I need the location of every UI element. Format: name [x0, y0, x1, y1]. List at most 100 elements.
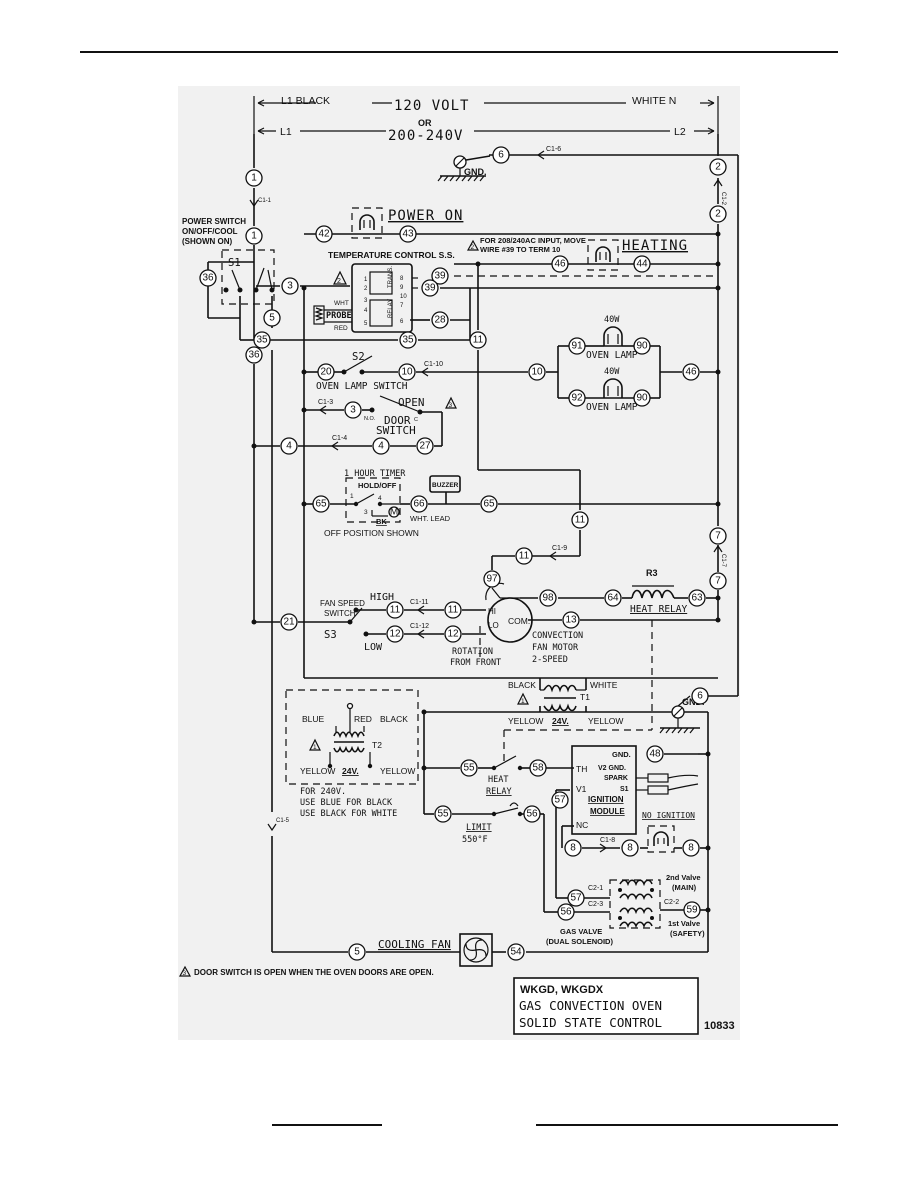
rotation-label-2: FROM FRONT	[450, 658, 501, 668]
node-36a: 36	[199, 269, 217, 287]
node-2b: 2	[709, 205, 727, 223]
wire-label: 20	[320, 367, 332, 378]
heat-relay-label: HEAT RELAY	[630, 604, 687, 615]
wire-label: 39	[434, 271, 446, 282]
node-36b: 36	[245, 346, 263, 364]
t2-yellow-left: YELLOW	[300, 766, 335, 776]
svg-text:2: 2	[337, 278, 341, 285]
t2-blue: BLUE	[302, 714, 325, 724]
wire-label: 12	[447, 629, 459, 640]
rotation-label-1: ROTATION	[452, 647, 493, 657]
power-switch-shown: (SHOWN ON)	[182, 237, 233, 246]
door-switch: OPEN 3 N.O. C DOOR SWITCH	[364, 395, 457, 437]
t1-yellow-right: YELLOW	[588, 716, 623, 726]
first-valve-2: (SAFETY)	[670, 929, 705, 938]
wire-label: 11	[473, 335, 484, 346]
heat-relay-label-1: HEAT	[488, 775, 508, 785]
note-2: 2 FOR 208/240AC INPUT, MOVE WIRE #39 TO …	[466, 236, 586, 254]
t1-24v: 24V.	[552, 716, 569, 726]
node-12b: 12	[444, 625, 462, 643]
hi-label: HI	[488, 607, 496, 616]
trans-label: TRANS.	[388, 266, 394, 288]
motor-label-2: FAN MOTOR	[532, 643, 579, 653]
cooling-fan: COOLING FAN	[378, 933, 493, 967]
title-line-2: SOLID STATE CONTROL	[519, 1015, 662, 1030]
node-7a: 7	[709, 527, 727, 545]
model-label: WKGD, WKGDX	[520, 984, 604, 996]
temp-control-title: TEMPERATURE CONTROL S.S.	[328, 250, 455, 260]
ignition-module: GND. V2 GND. SPARK S1 TH V1 NC IGNITION …	[571, 745, 699, 853]
ign-s1: S1	[620, 786, 629, 793]
buzzer-label: BUZZER	[432, 482, 459, 489]
wire-label: 48	[649, 749, 661, 760]
wire-label: 6	[697, 691, 703, 702]
wire-label: 8	[570, 843, 576, 854]
wire-label: 11	[575, 515, 586, 526]
title-line-1: GAS CONVECTION OVEN	[519, 998, 662, 1013]
t2-yellow-right: YELLOW	[380, 766, 415, 776]
wire-label: 57	[570, 893, 582, 904]
t2-label: T2	[372, 740, 382, 750]
heat-relay-contact: HEAT RELAY	[486, 755, 523, 797]
oven-lamp-label-lower: OVEN LAMP	[586, 402, 638, 413]
c-label: C	[414, 417, 418, 423]
white-n-label: WHITE N	[632, 95, 676, 107]
c2-3-label: C2-3	[588, 901, 603, 908]
wire-label: 36	[248, 350, 260, 361]
fan-speed-label-1: FAN SPEED	[320, 599, 365, 608]
node-9b: 11	[571, 511, 589, 529]
use-black-note: USE BLACK FOR WHITE	[300, 809, 397, 819]
wire-label: 57	[554, 795, 566, 806]
node-5a: 5	[263, 309, 281, 327]
node-8a: 8	[564, 839, 582, 857]
wire-label: 28	[434, 315, 446, 326]
node-1b: 1	[245, 227, 263, 245]
wire-label: 4	[378, 441, 384, 452]
node-9c: 11	[515, 547, 533, 565]
power-on-label: POWER ON	[388, 208, 463, 224]
s2-label: S2	[352, 351, 365, 363]
node-11b: 11	[444, 601, 462, 619]
oven-lamp-switch-label: OVEN LAMP SWITCH	[316, 381, 408, 392]
wire-label: 58	[532, 763, 544, 774]
wire-label: 1	[251, 173, 257, 184]
lo-label: LO	[488, 621, 499, 630]
node-64: 65	[312, 495, 330, 513]
hour-timer: 1 HOUR TIMER HOLD/OFF 1 4 3 BK M BUZZER …	[324, 469, 461, 538]
no-label: N.O.	[364, 416, 376, 422]
l1-label: L1	[280, 126, 292, 138]
node-35b: 35	[399, 331, 417, 349]
node-21: 21	[280, 613, 298, 631]
svg-text:4: 4	[364, 308, 368, 314]
node-39b: 39	[421, 279, 439, 297]
node-43: 46	[551, 255, 569, 273]
power-switch-label: POWER SWITCH	[182, 217, 246, 226]
gas-valve-title-2: (DUAL SOLENOID)	[546, 937, 613, 946]
node-6a: 6	[492, 146, 510, 164]
node-8c: 8	[682, 839, 700, 857]
node-10a: 10	[398, 363, 416, 381]
temperature-control: TEMPERATURE CONTROL S.S. 2 TRANS. RELAY …	[313, 250, 455, 333]
node-6b: 6	[691, 687, 709, 705]
second-valve-2: (MAIN)	[672, 883, 697, 892]
svg-text:1: 1	[521, 698, 525, 705]
wire-label: 98	[542, 593, 554, 604]
t1-black: BLACK	[508, 680, 536, 690]
node-13: 13	[562, 611, 580, 629]
second-valve-1: 2nd Valve	[666, 873, 701, 882]
or-label: OR	[418, 118, 432, 128]
c1-11-label: C1-11	[410, 599, 429, 606]
red-label: RED	[334, 325, 348, 332]
c1-9-label: C1-9	[552, 545, 567, 552]
wire-label: 5	[269, 313, 275, 324]
wire-label: 1	[251, 231, 257, 242]
cooling-fan-label: COOLING FAN	[378, 938, 451, 951]
voltage-240-label: 200-240V	[388, 128, 463, 144]
ground-symbol-bottom: GND.	[659, 695, 705, 734]
wire-label: 63	[691, 593, 703, 604]
no-ignition-label: NO IGNITION	[642, 811, 695, 820]
door-label: DOOR	[384, 414, 411, 427]
voltage-120-label: 120 VOLT	[394, 98, 469, 114]
node-63: 64	[604, 589, 622, 607]
